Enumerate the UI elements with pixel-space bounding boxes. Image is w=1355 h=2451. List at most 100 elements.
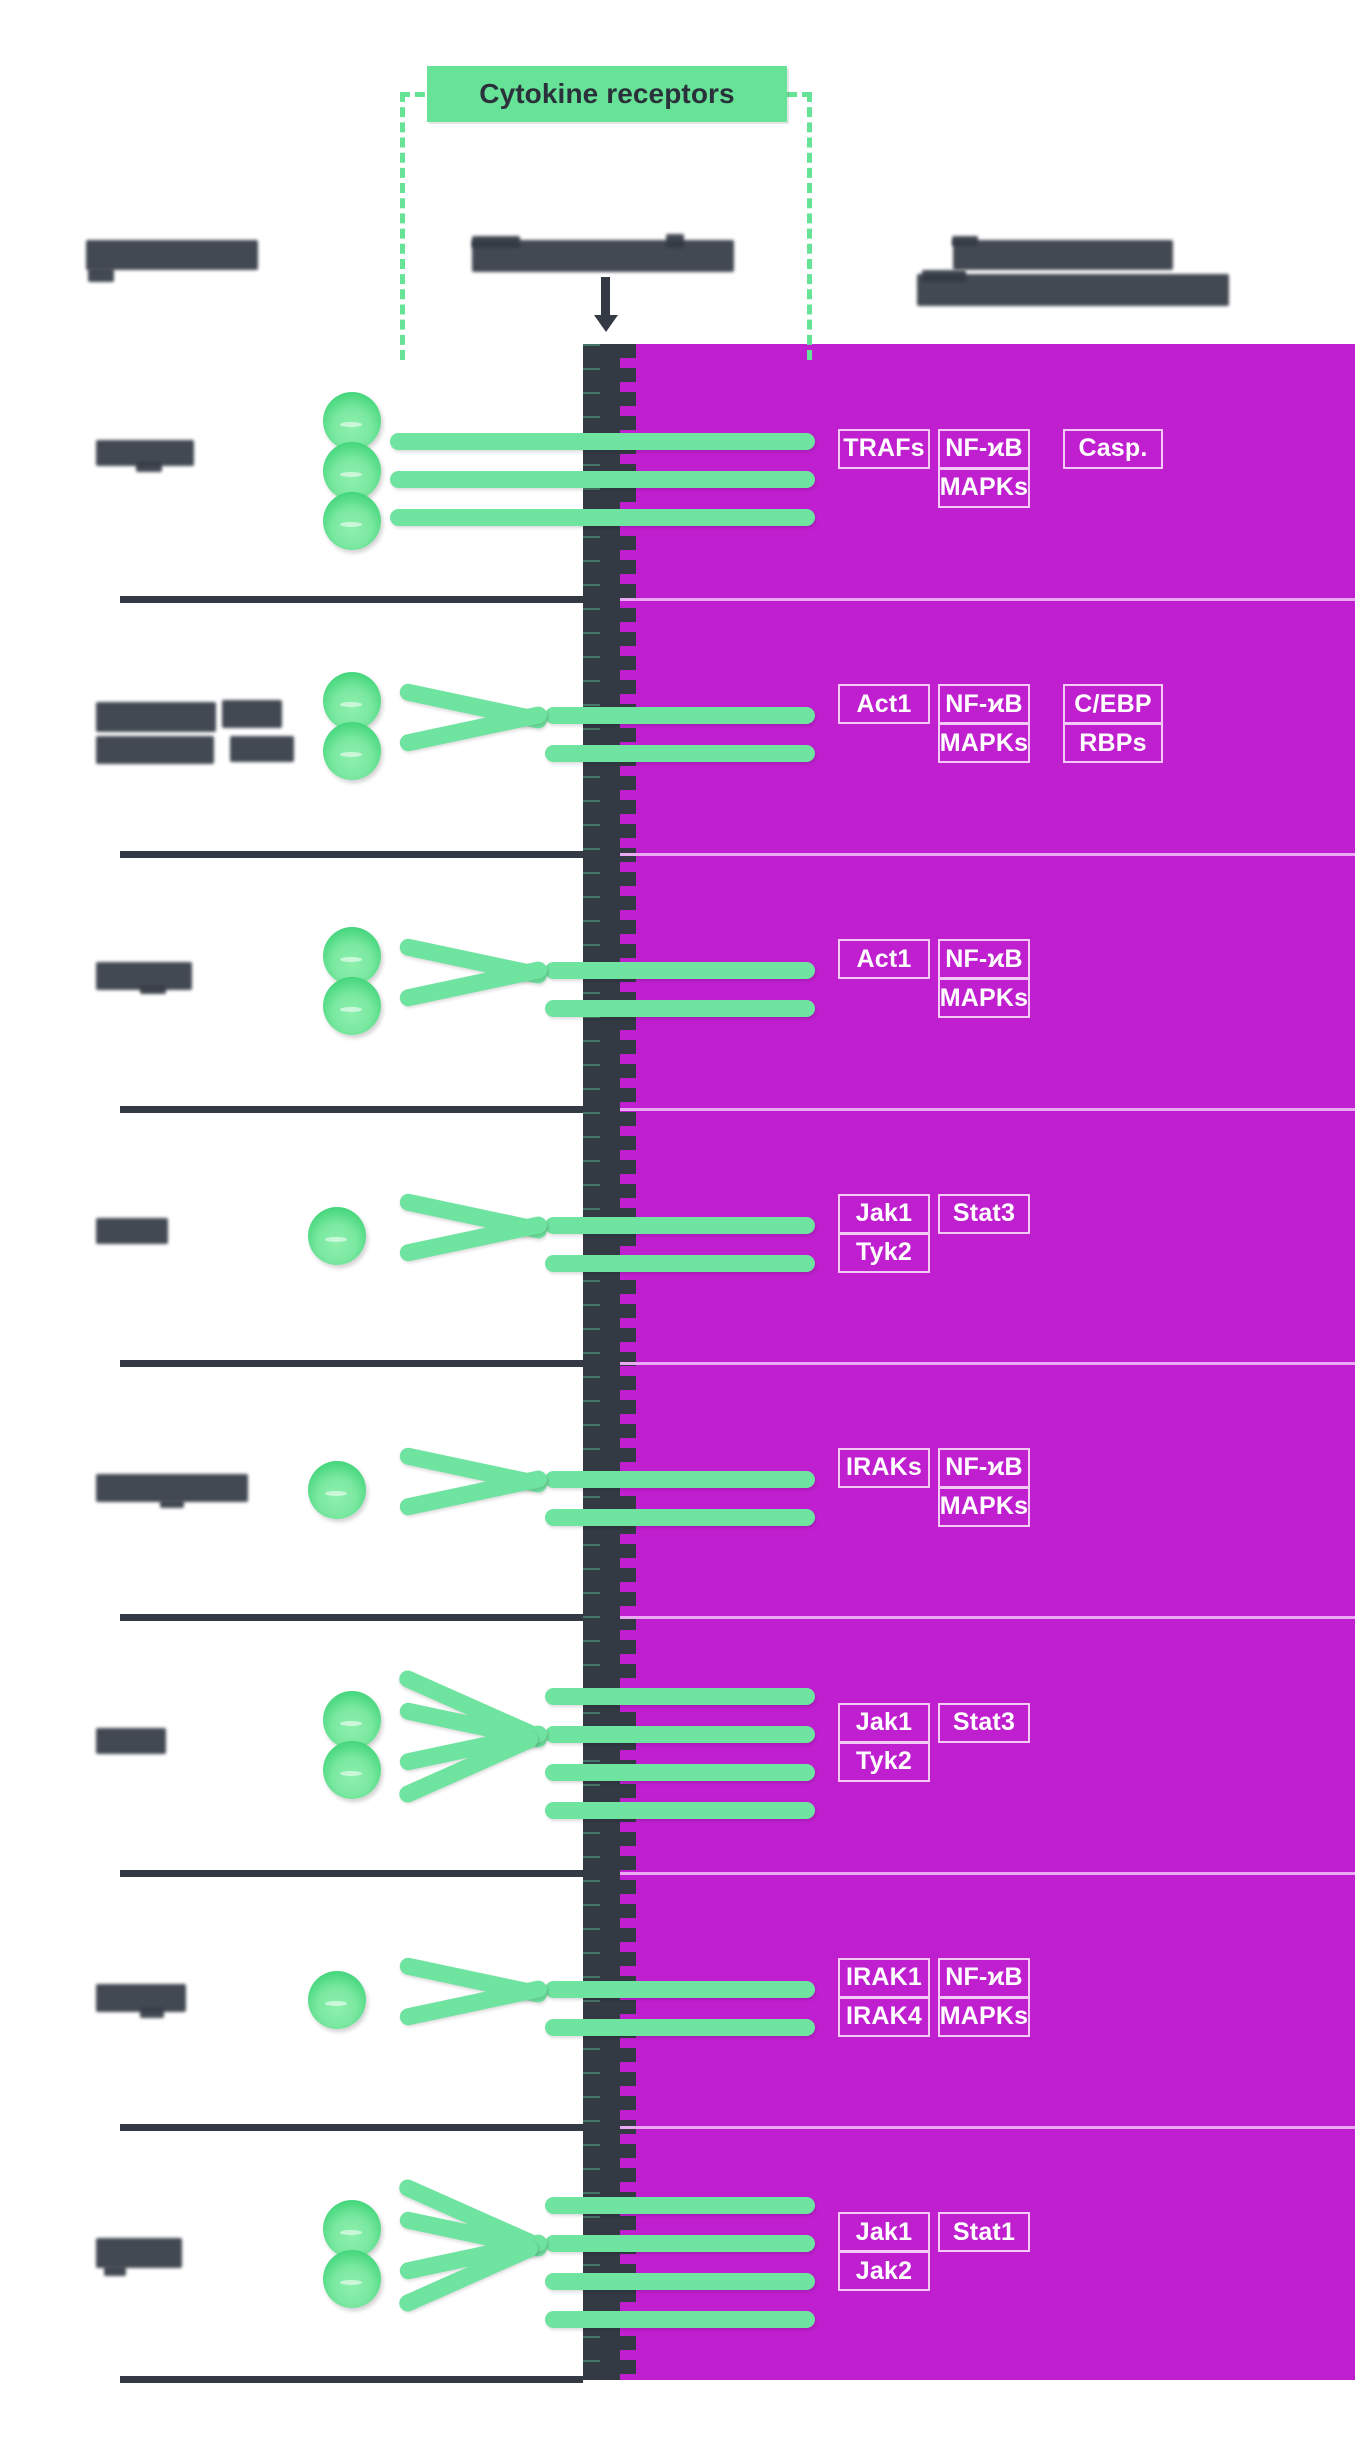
redacted-text-block xyxy=(96,1474,248,1502)
cytokine-molecule xyxy=(323,491,381,550)
signaling-factor-label: Tyk2 xyxy=(856,1238,912,1266)
receptor-bar xyxy=(545,1254,815,1272)
signaling-factor-box[interactable]: C/EBP xyxy=(1063,684,1163,724)
receptor-bar xyxy=(545,2235,815,2252)
receptor-bar xyxy=(545,1980,815,1998)
receptor-bar xyxy=(545,1216,815,1234)
cytokine-molecule xyxy=(323,391,381,450)
membrane-arrow-head xyxy=(594,315,618,332)
receptor-bar xyxy=(545,1470,815,1488)
receptor-bar xyxy=(545,2311,815,2328)
signaling-factor-box[interactable]: Casp. xyxy=(1063,428,1163,469)
row-separator-left xyxy=(120,1106,583,1113)
signaling-factor-label: IRAKs xyxy=(845,1453,922,1481)
redacted-text-block xyxy=(222,700,282,728)
signaling-factor-label: NF-ϰB xyxy=(945,434,1023,462)
row-separator-right xyxy=(620,1108,1355,1111)
receptor-bar xyxy=(545,1508,815,1526)
signaling-factor-box[interactable]: Jak1 xyxy=(838,1702,930,1743)
signaling-factor-label: Stat1 xyxy=(952,2217,1016,2246)
signaling-factor-label: Casp. xyxy=(1078,434,1148,462)
signaling-factor-box[interactable]: NF-ϰB xyxy=(938,1957,1030,1998)
signaling-factor-box[interactable]: MAPKs xyxy=(938,1486,1030,1527)
redacted-text-block xyxy=(140,2008,164,2018)
receptor-bar xyxy=(545,1763,815,1781)
receptor-bar xyxy=(545,1725,815,1743)
signaling-factor-label: Jak1 xyxy=(855,1199,913,1227)
signaling-factor-box[interactable]: MAPKs xyxy=(938,978,1030,1018)
cytokine-molecule xyxy=(323,1690,381,1749)
signaling-factor-box[interactable]: IRAK4 xyxy=(838,1996,930,2037)
signaling-factor-box[interactable]: Act1 xyxy=(838,939,930,979)
receptor-bar xyxy=(545,1801,815,1819)
receptor-bar xyxy=(390,432,815,450)
redacted-text-block xyxy=(96,1218,168,1244)
redacted-text-block xyxy=(160,1500,184,1508)
redacted-text-block xyxy=(96,736,214,764)
redacted-text-block xyxy=(136,462,162,472)
cytokine-molecule xyxy=(323,977,381,1035)
row-separator-left xyxy=(120,1614,583,1621)
row-separator-right xyxy=(620,1616,1355,1619)
signaling-factor-box[interactable]: MAPKs xyxy=(938,1996,1030,2037)
signaling-factor-label: RBPs xyxy=(1079,728,1147,757)
signaling-factor-box[interactable]: Act1 xyxy=(838,684,930,724)
cytokine-molecule xyxy=(308,1970,366,2029)
cytokine-molecule xyxy=(323,672,381,730)
signaling-factor-box[interactable]: NF-ϰB xyxy=(938,428,1030,469)
membrane-arrow-stem xyxy=(601,277,610,319)
redacted-text-block xyxy=(104,2266,126,2276)
cytokine-receptors-badge: Cytokine receptors xyxy=(427,66,787,122)
row-separator-right xyxy=(620,2126,1355,2129)
signaling-factor-label: Jak1 xyxy=(855,1708,913,1736)
signaling-factor-label: Stat3 xyxy=(952,1199,1016,1227)
signaling-factor-box[interactable]: Stat3 xyxy=(938,1193,1030,1234)
cytokine-molecule xyxy=(308,1460,366,1519)
cytokine-receptors-badge-label: Cytokine receptors xyxy=(479,78,735,109)
signaling-factor-label: Jak2 xyxy=(855,2256,913,2285)
row-separator-left xyxy=(120,2124,583,2131)
signaling-factor-box[interactable]: TRAFs xyxy=(838,428,930,469)
signaling-factor-box[interactable]: NF-ϰB xyxy=(938,684,1030,724)
redacted-text-block xyxy=(140,986,166,994)
cytokine-molecule xyxy=(323,2200,381,2258)
signaling-factor-box[interactable]: IRAK1 xyxy=(838,1957,930,1998)
redacted-text-block xyxy=(96,1728,166,1754)
signaling-factor-box[interactable]: NF-ϰB xyxy=(938,1447,1030,1488)
receptor-bar xyxy=(390,470,815,488)
signaling-factor-label: TRAFs xyxy=(843,434,925,462)
signaling-factor-label: Tyk2 xyxy=(856,1747,912,1775)
receptor-bar xyxy=(545,1000,815,1017)
receptor-bar xyxy=(545,2018,815,2036)
row-separator-right xyxy=(620,1872,1355,1875)
signaling-factor-label: IRAK4 xyxy=(845,2002,922,2030)
signaling-factor-label: Act1 xyxy=(856,689,912,718)
signaling-factor-box[interactable]: Tyk2 xyxy=(838,1741,930,1782)
signaling-factor-label: C/EBP xyxy=(1074,689,1152,718)
signaling-factor-box[interactable]: Jak2 xyxy=(838,2251,930,2291)
receptor-bar xyxy=(545,707,815,724)
signaling-factor-box[interactable]: Jak1 xyxy=(838,1193,930,1234)
signaling-factor-label: MAPKs xyxy=(939,983,1029,1012)
receptor-bar xyxy=(545,962,815,979)
signaling-factor-box[interactable]: MAPKs xyxy=(938,467,1030,508)
signaling-factor-label: MAPKs xyxy=(939,2002,1029,2030)
signaling-factor-box[interactable]: MAPKs xyxy=(938,723,1030,763)
cytokine-molecule xyxy=(323,927,381,985)
signaling-factor-box[interactable]: Stat3 xyxy=(938,1702,1030,1743)
row-separator-right xyxy=(620,598,1355,601)
signaling-factor-box[interactable]: Stat1 xyxy=(938,2212,1030,2252)
signaling-factor-box[interactable]: RBPs xyxy=(1063,723,1163,763)
signaling-factor-box[interactable]: NF-ϰB xyxy=(938,939,1030,979)
row-separator-left xyxy=(120,596,583,603)
signaling-factor-label: NF-ϰB xyxy=(945,944,1023,973)
signaling-factor-box[interactable]: Tyk2 xyxy=(838,1232,930,1273)
signaling-factor-label: Act1 xyxy=(856,944,912,973)
signaling-factor-box[interactable]: IRAKs xyxy=(838,1447,930,1488)
receptor-bar xyxy=(545,1687,815,1705)
redacted-text-block xyxy=(230,736,294,762)
signaling-factor-label: NF-ϰB xyxy=(945,1963,1023,1991)
redacted-text-block xyxy=(96,702,216,732)
receptor-bar xyxy=(390,508,815,526)
signaling-factor-box[interactable]: Jak1 xyxy=(838,2212,930,2252)
